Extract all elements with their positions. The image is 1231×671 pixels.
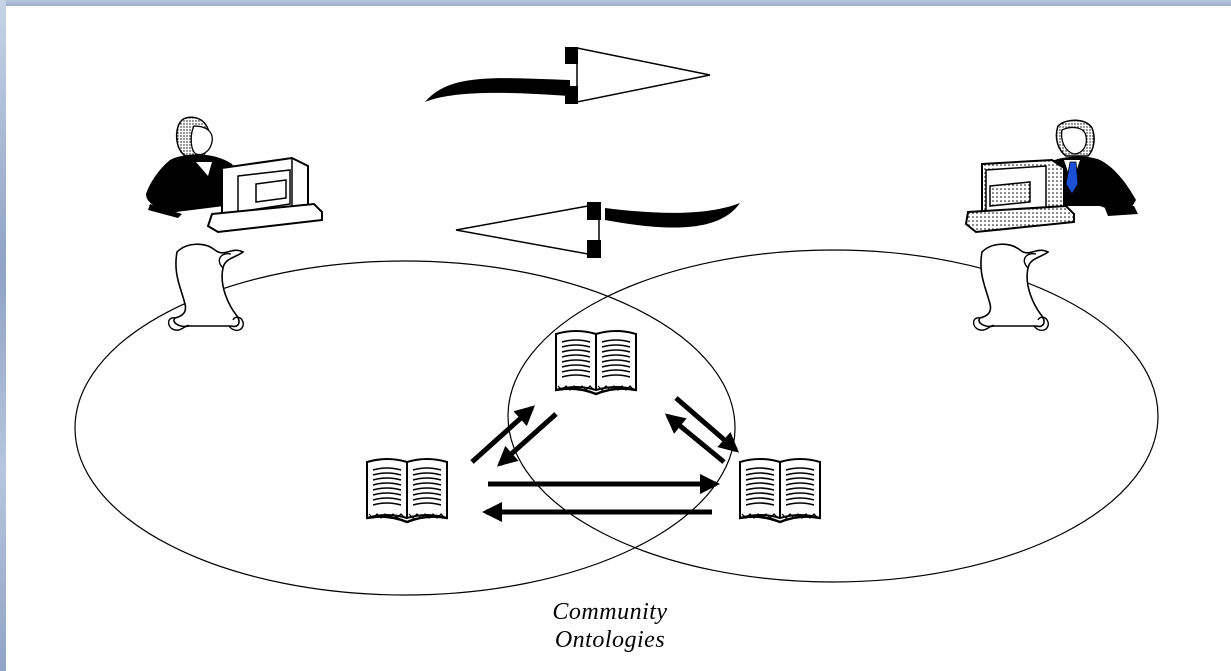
ontology-mapping-arrows <box>470 396 740 522</box>
right-ontology-book-icon <box>738 457 822 524</box>
right-community-ellipse <box>507 249 1159 583</box>
top-ontology-book-icon <box>554 329 638 396</box>
caption-line-1: Community <box>552 599 668 625</box>
woman-at-computer-icon <box>146 116 323 234</box>
man-at-computer-icon <box>964 119 1138 234</box>
left-ontology-book-icon <box>365 457 449 524</box>
left-community-ellipse <box>74 260 736 596</box>
exchange-arrow-right-icon <box>425 47 711 104</box>
left-frame-strip <box>0 0 6 671</box>
exchange-arrow-left-icon <box>455 202 740 258</box>
top-frame-strip <box>0 0 1231 6</box>
caption-line-2: Ontologies <box>554 627 666 653</box>
diagram-caption: Community Ontologies <box>460 598 760 654</box>
left-document-scroll-icon <box>167 243 245 332</box>
